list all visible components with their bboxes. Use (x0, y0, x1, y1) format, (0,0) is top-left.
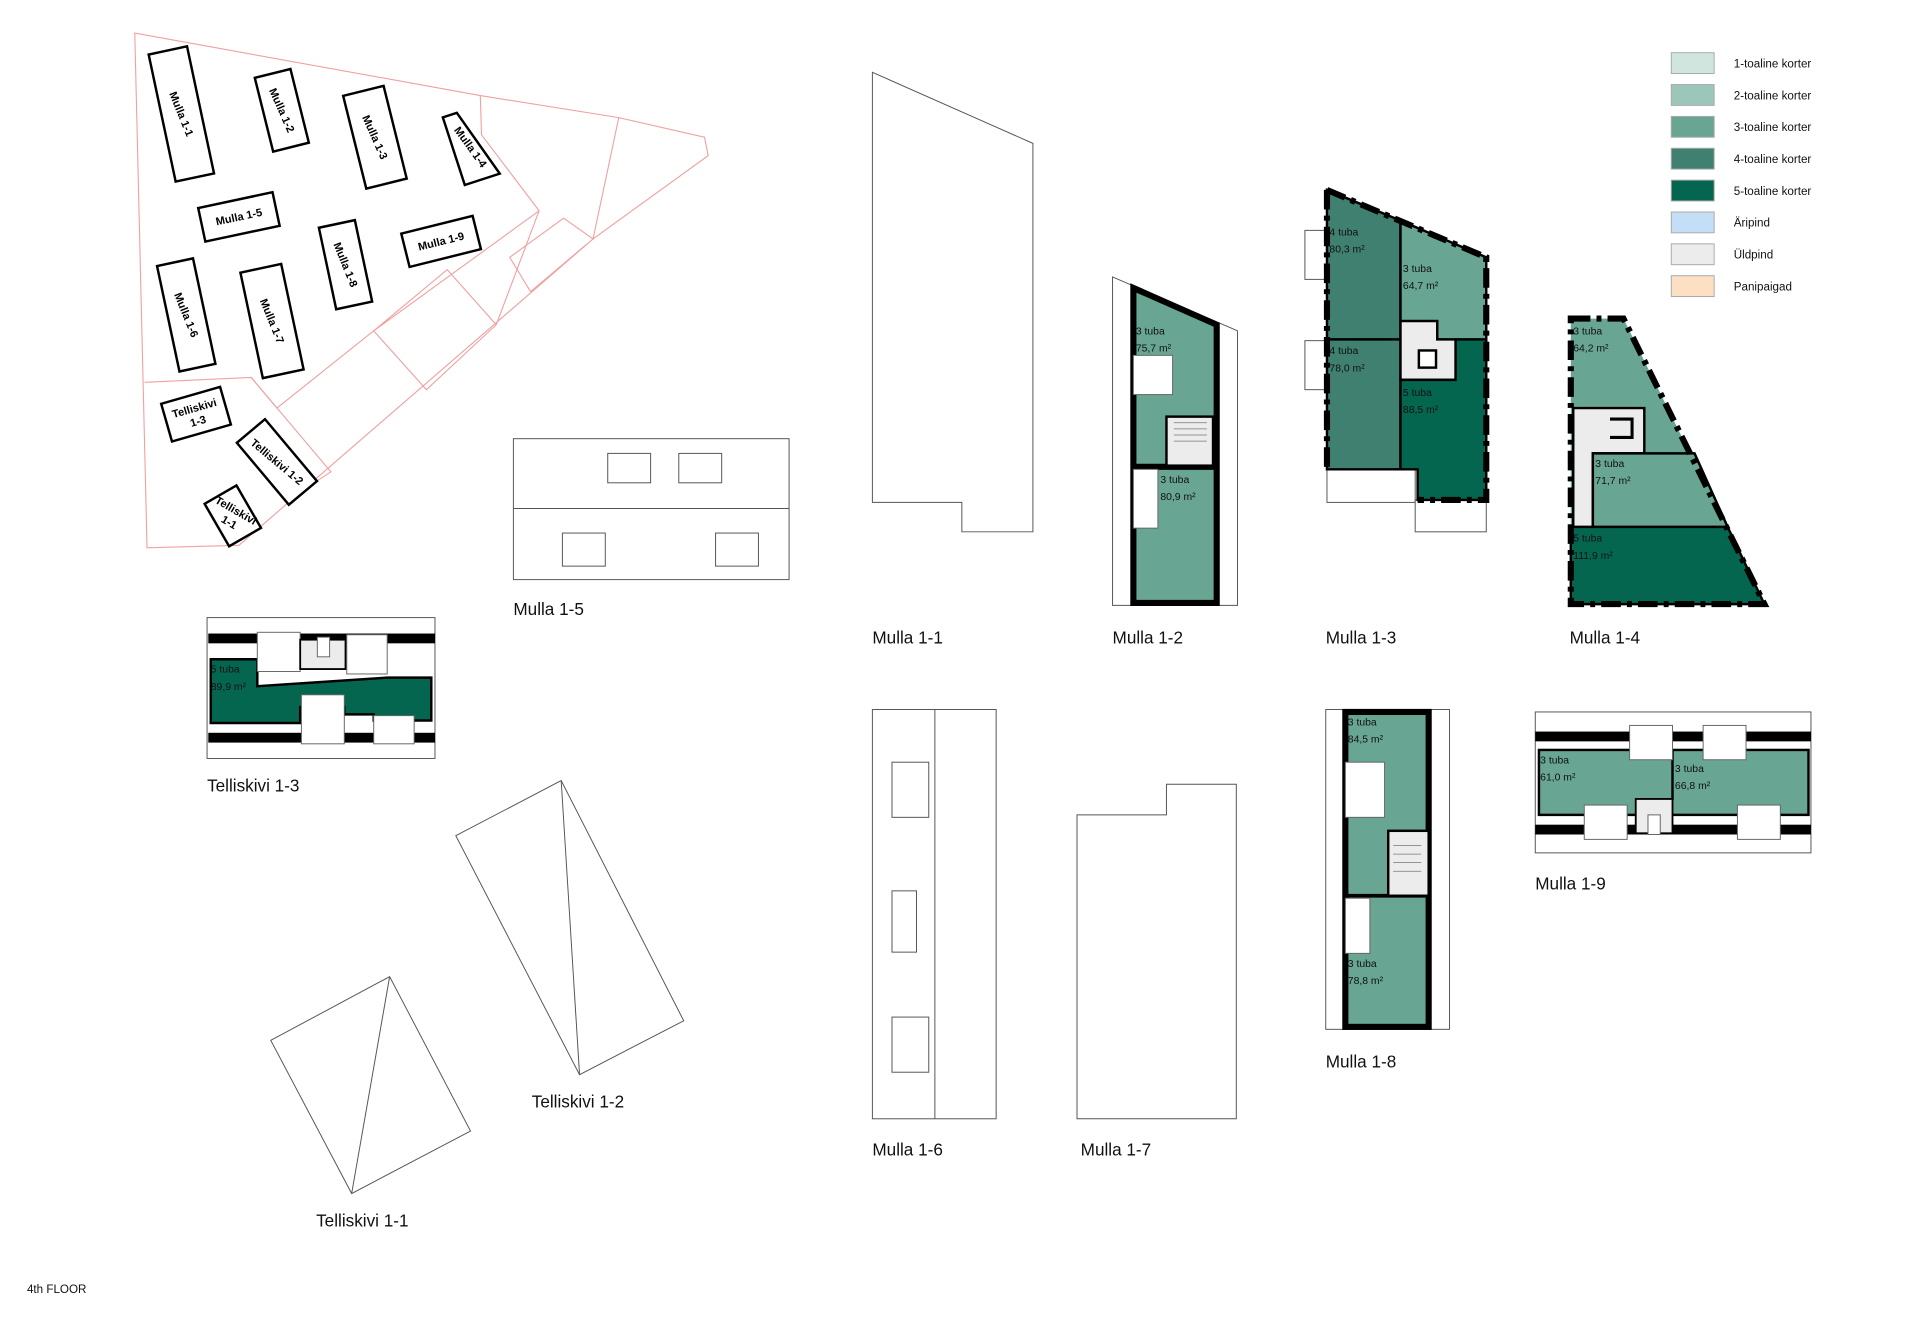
site-building-mulla-1-9[interactable]: Mulla 1-9 (399, 214, 483, 269)
site-building-telliskivi-1-1[interactable]: Telliskivi 1-1 (202, 483, 263, 548)
legend-label: Üldpind (1734, 249, 1773, 262)
site-plan: Mulla 1-1 Mulla 1-2 Mulla 1-3 Mulla 1-4 … (134, 32, 709, 549)
legend-swatch (1670, 243, 1715, 266)
legend-item: Üldpind (1670, 243, 1773, 266)
plan-telliskivi-1-2[interactable]: Telliskivi 1-2 (455, 779, 685, 1112)
site-building-mulla-1-8[interactable]: Mulla 1-8 (317, 218, 374, 311)
legend: 1-toaline korter 2-toaline korter 3-toalin… (1670, 52, 1812, 298)
legend-swatch (1670, 52, 1715, 75)
legend-item: Äripind (1670, 211, 1770, 234)
legend-label: 3-toaline korter (1734, 121, 1812, 134)
legend-swatch (1670, 115, 1715, 138)
site-building-mulla-1-3[interactable]: Mulla 1-3 (341, 84, 409, 191)
legend-label: Panipaigad (1734, 280, 1792, 293)
site-outline (134, 32, 709, 549)
plan-label: Mulla 1-8 (1326, 1051, 1396, 1071)
legend-label: Äripind (1734, 217, 1770, 230)
plan-mulla-1-7[interactable]: Mulla 1-7 (1076, 783, 1237, 1160)
legend-item: 1-toaline korter (1670, 52, 1812, 75)
site-building-telliskivi-1-2[interactable]: Telliskivi 1-2 (235, 417, 319, 507)
site-building-mulla-1-6[interactable]: Mulla 1-6 (155, 256, 217, 373)
legend-label: 2-toaline korter (1734, 89, 1812, 102)
plan-label: Mulla 1-4 (1570, 627, 1641, 647)
plan-mulla-1-1[interactable]: Mulla 1-1 (871, 71, 1034, 647)
plan-label: Telliskivi 1-3 (207, 776, 299, 796)
plan-mulla-1-5[interactable]: Mulla 1-5 (512, 438, 790, 619)
legend-label: 5-toaline korter (1734, 185, 1812, 198)
legend-swatch (1670, 179, 1715, 202)
plan-label: Telliskivi 1-2 (532, 1092, 624, 1112)
site-building-mulla-1-5[interactable]: Mulla 1-5 (196, 190, 282, 244)
site-building-mulla-1-1[interactable]: Mulla 1-1 (147, 44, 216, 184)
site-building-mulla-1-7[interactable]: Mulla 1-7 (238, 262, 306, 380)
plan-label: Mulla 1-2 (1113, 627, 1183, 647)
legend-item: 4-toaline korter (1670, 147, 1812, 170)
plan-label: Mulla 1-3 (1326, 627, 1396, 647)
svg-text:1-3: 1-3 (189, 414, 208, 430)
site-parcel-line (508, 117, 620, 293)
site-building-mulla-1-2[interactable]: Mulla 1-2 (253, 67, 311, 154)
legend-item: Panipaigad (1670, 275, 1792, 298)
plan-label: Mulla 1-6 (872, 1140, 942, 1160)
plan-label: Mulla 1-5 (513, 599, 583, 619)
legend-label: 4-toaline korter (1734, 153, 1812, 166)
legend-swatch (1670, 147, 1715, 170)
plan-label: Mulla 1-7 (1081, 1140, 1151, 1160)
legend-item: 5-toaline korter (1670, 179, 1812, 202)
site-building-telliskivi-1-3[interactable]: Telliskivi 1-3 (159, 385, 233, 443)
legend-swatch (1670, 275, 1715, 298)
plan-label: Mulla 1-1 (872, 627, 942, 647)
legend-item: 3-toaline korter (1670, 115, 1812, 138)
site-building-mulla-1-4[interactable]: Mulla 1-4 (441, 106, 502, 187)
floor-label: 4th FLOOR (27, 1283, 86, 1296)
plan-mulla-1-6[interactable]: Mulla 1-6 (871, 709, 997, 1160)
plan-label: Telliskivi 1-1 (316, 1211, 408, 1231)
legend-swatch (1670, 84, 1715, 106)
legend-label: 1-toaline korter (1734, 57, 1812, 70)
plan-label: Mulla 1-9 (1535, 874, 1605, 894)
site-parcel-line (372, 95, 540, 391)
legend-item: 2-toaline korter (1670, 84, 1812, 106)
plan-telliskivi-1-1[interactable]: Telliskivi 1-1 (270, 975, 472, 1231)
legend-swatch (1670, 211, 1715, 234)
